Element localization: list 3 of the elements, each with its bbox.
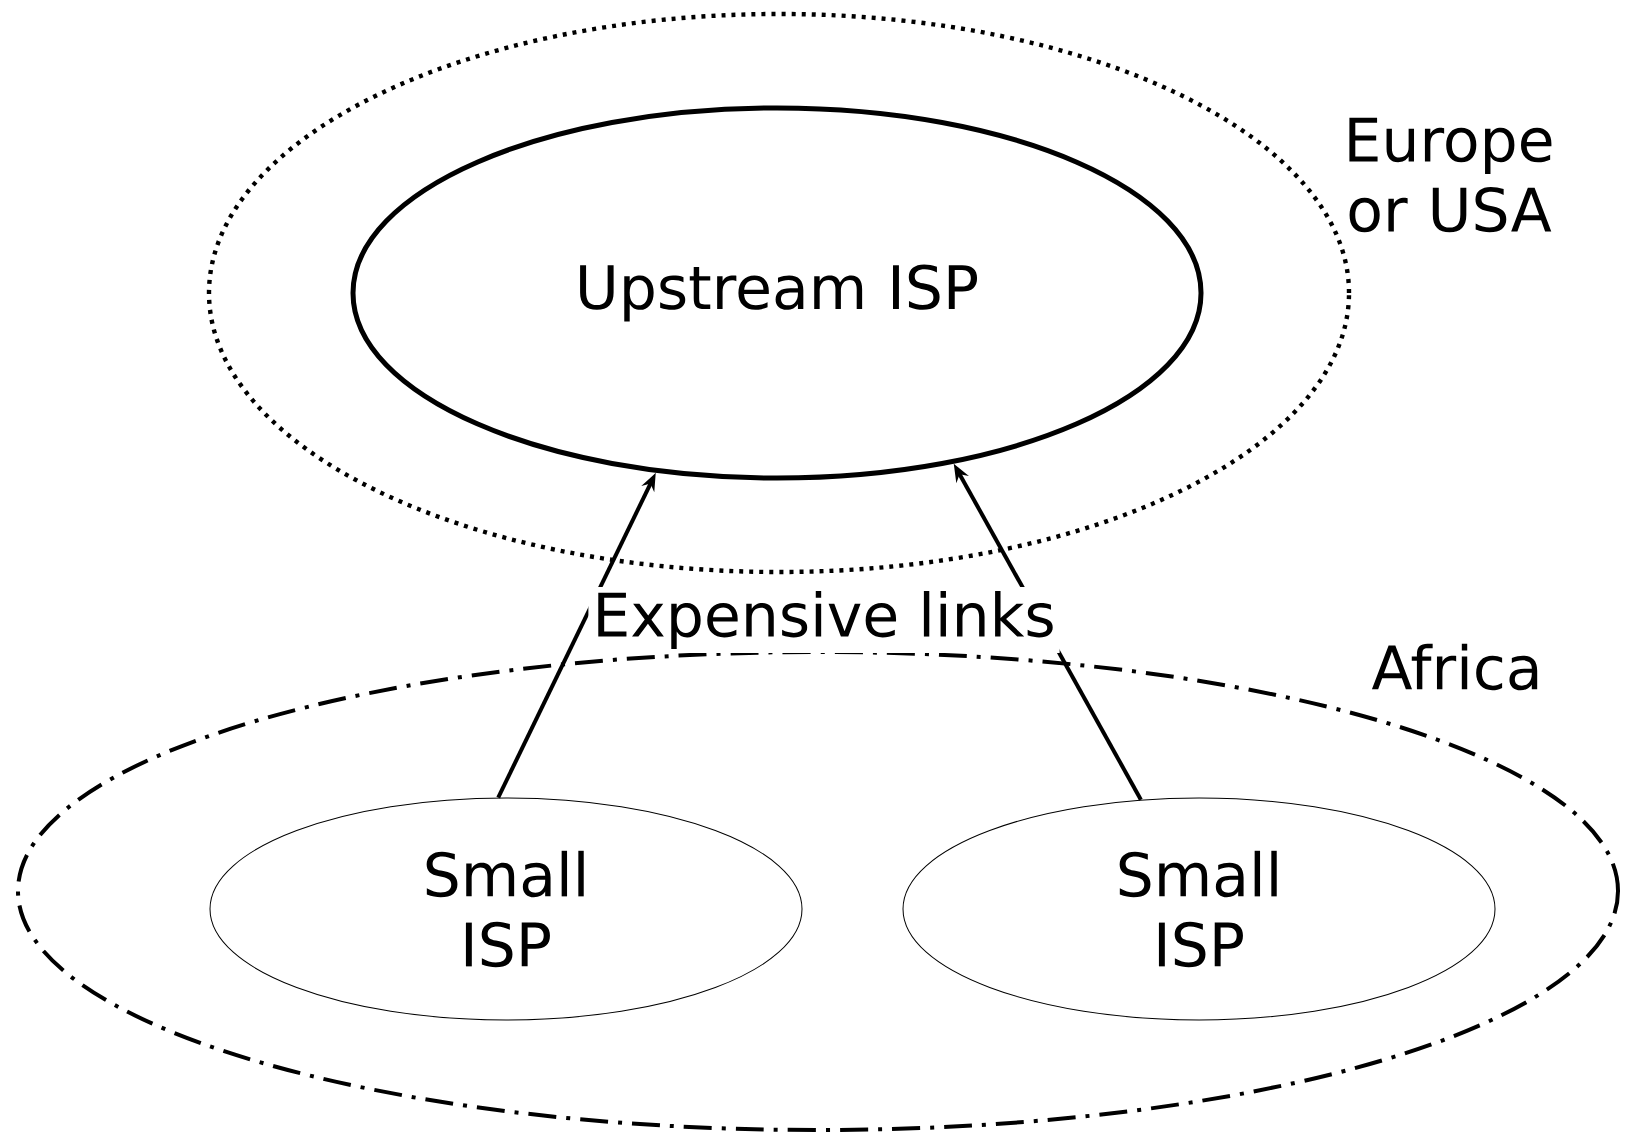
region-label: Europe or USA [1349,117,1552,233]
region-label: Africa [1371,643,1538,691]
link-label: Expensive links [588,586,1060,654]
